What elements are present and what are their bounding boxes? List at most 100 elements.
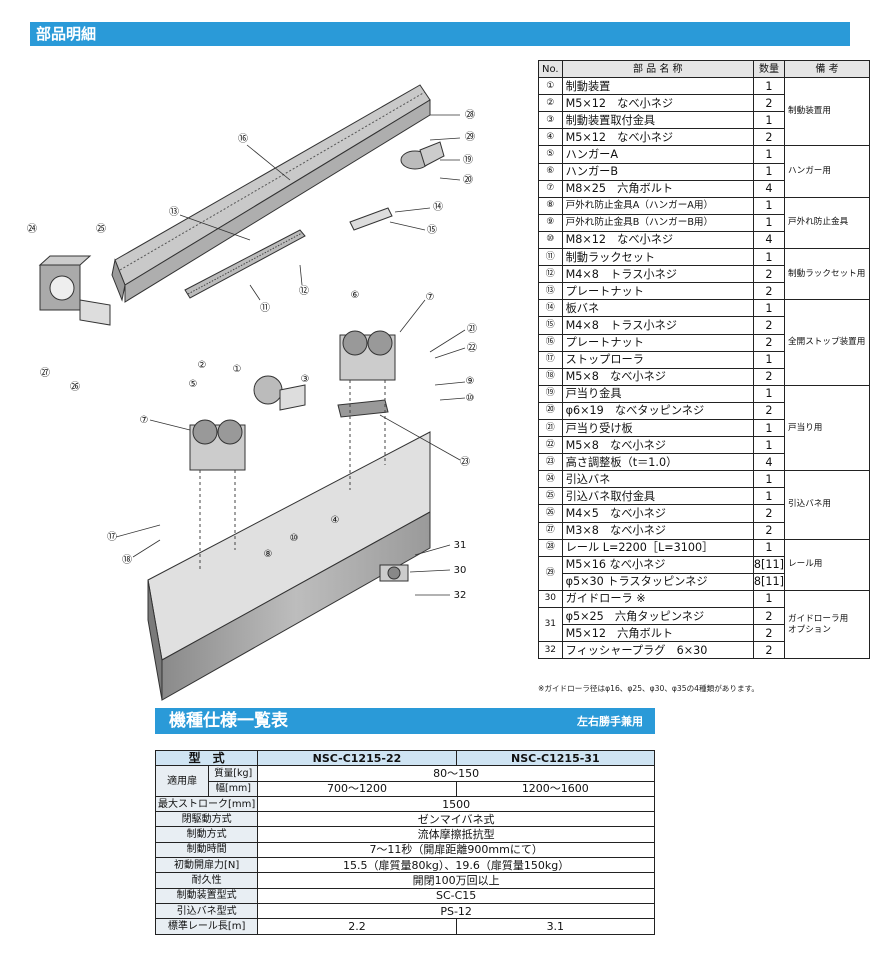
- col-no: No.: [538, 59, 563, 79]
- part-qty: 1: [752, 145, 786, 164]
- spec-row-value: 流体摩擦抵抗型: [257, 826, 655, 843]
- part-no: 31: [538, 606, 563, 643]
- part-no: ⑩: [538, 230, 563, 250]
- callout-label: ⑪: [260, 302, 270, 314]
- callout-label: ②: [198, 360, 207, 371]
- spec-row-value: 開閉100万回以上: [257, 872, 655, 889]
- part-qty: 1: [752, 418, 786, 438]
- part-no: ⑬: [538, 282, 563, 301]
- callout-label: ⑥: [351, 290, 360, 301]
- guide-roller-part: [379, 564, 409, 582]
- part-no: ①: [538, 77, 563, 96]
- part-qty: 1: [752, 589, 786, 609]
- part-name: 引込バネ取付金具: [561, 487, 754, 506]
- spec-rail-value: 2.2: [257, 918, 457, 935]
- part-no: ㉔: [538, 470, 563, 489]
- callout-label: ㉓: [460, 456, 470, 468]
- part-name: φ5×30 トラスタッピンネジ: [561, 572, 754, 591]
- spec-rail-value: 3.1: [455, 918, 656, 935]
- spec-rail-label: 標準レール長[m]: [154, 918, 259, 935]
- part-qty: 2: [752, 282, 786, 301]
- part-qty: 1: [752, 538, 786, 557]
- part-no: ⑲: [538, 384, 563, 403]
- part-name: M5×12 六角ボルト: [561, 624, 754, 643]
- part-no: ㉘: [538, 538, 563, 557]
- part-no: ⑯: [538, 333, 563, 352]
- spec-header: 機種仕様一覧表 左右勝手兼用: [155, 708, 655, 734]
- callout-label: ㉑: [467, 323, 477, 335]
- callout-label: ㉗: [40, 367, 50, 379]
- spec-row-value: 1500: [257, 795, 655, 813]
- brake-rack-part: [184, 229, 306, 299]
- spec-row-label: 引込バネ型式: [154, 902, 259, 920]
- callout-label: 32: [454, 590, 467, 601]
- part-remarks: 戸外れ防止金具: [784, 196, 870, 250]
- spec-row-label: 制動装置型式: [154, 887, 259, 904]
- spec-row-label: 耐久性: [154, 872, 259, 889]
- part-remarks: レール用: [784, 538, 870, 591]
- spec-row-value: PS-12: [257, 902, 655, 920]
- callout-label: ㉔: [27, 223, 37, 235]
- part-name: プレートナット: [561, 333, 754, 352]
- spec-subtitle: 左右勝手兼用: [577, 715, 643, 728]
- callout-label: ㉘: [465, 109, 475, 121]
- callout-label: ⑧: [264, 549, 273, 560]
- part-remarks: 引込バネ用: [784, 470, 870, 540]
- part-no: ⑪: [538, 248, 563, 267]
- part-name: ハンガーA: [561, 145, 754, 164]
- part-remarks: ガイドローラ用オプション: [784, 589, 870, 660]
- spec-width-value: 700〜1200: [257, 780, 457, 797]
- spec-row-value: SC-C15: [257, 887, 655, 904]
- rail-part: [111, 84, 431, 303]
- brake-device-part: [253, 375, 306, 411]
- spec-row-label: 初動開扉力[N]: [154, 857, 259, 874]
- part-no: ④: [538, 128, 563, 147]
- remarks-line: ガイドローラ用: [788, 613, 849, 624]
- part-name: M8×25 六角ボルト: [561, 179, 754, 198]
- spec-row-label: 制動方式: [154, 826, 259, 843]
- part-qty: 1: [752, 487, 786, 506]
- spec-row-value: 7〜11秒（開扉距離900mmにて）: [257, 841, 655, 859]
- table-row: 耐久性開閉100万回以上: [154, 872, 655, 889]
- closer-spring-part: [38, 255, 111, 326]
- part-qty: 1: [752, 299, 786, 318]
- spec-mass-value: 80〜150: [257, 765, 655, 782]
- part-qty: 4: [752, 453, 786, 472]
- part-no: ⑤: [538, 145, 563, 164]
- part-name: 戸当り金具: [561, 384, 754, 403]
- part-qty: 2: [752, 401, 786, 420]
- callout-label: ①: [233, 364, 242, 375]
- part-remarks: 戸当り用: [784, 384, 870, 472]
- part-remarks: 全開ストップ装置用: [784, 299, 870, 386]
- door-stop-part: [400, 141, 445, 170]
- callout-label: ㉖: [70, 381, 80, 393]
- part-no: ⑥: [538, 162, 563, 181]
- part-qty: 2: [752, 624, 786, 643]
- spec-header-row: 型 式 NSC-C1215-22 NSC-C1215-31: [154, 749, 656, 767]
- part-name: 戸外れ防止金具A（ハンガーA用）: [561, 196, 754, 215]
- part-qty: 1: [752, 111, 786, 130]
- part-no: ⑫: [538, 265, 563, 284]
- callout-label: ⑩: [290, 533, 299, 544]
- part-no: ㉒: [538, 436, 563, 455]
- part-name: プレートナット: [561, 282, 754, 301]
- footnote: ※ガイドローラ径はφ16、φ25、φ30、φ35の4種類があります。: [538, 684, 759, 693]
- part-qty: 2: [752, 521, 786, 540]
- part-no: ㉓: [538, 453, 563, 472]
- callout-label: ⑦: [140, 415, 149, 426]
